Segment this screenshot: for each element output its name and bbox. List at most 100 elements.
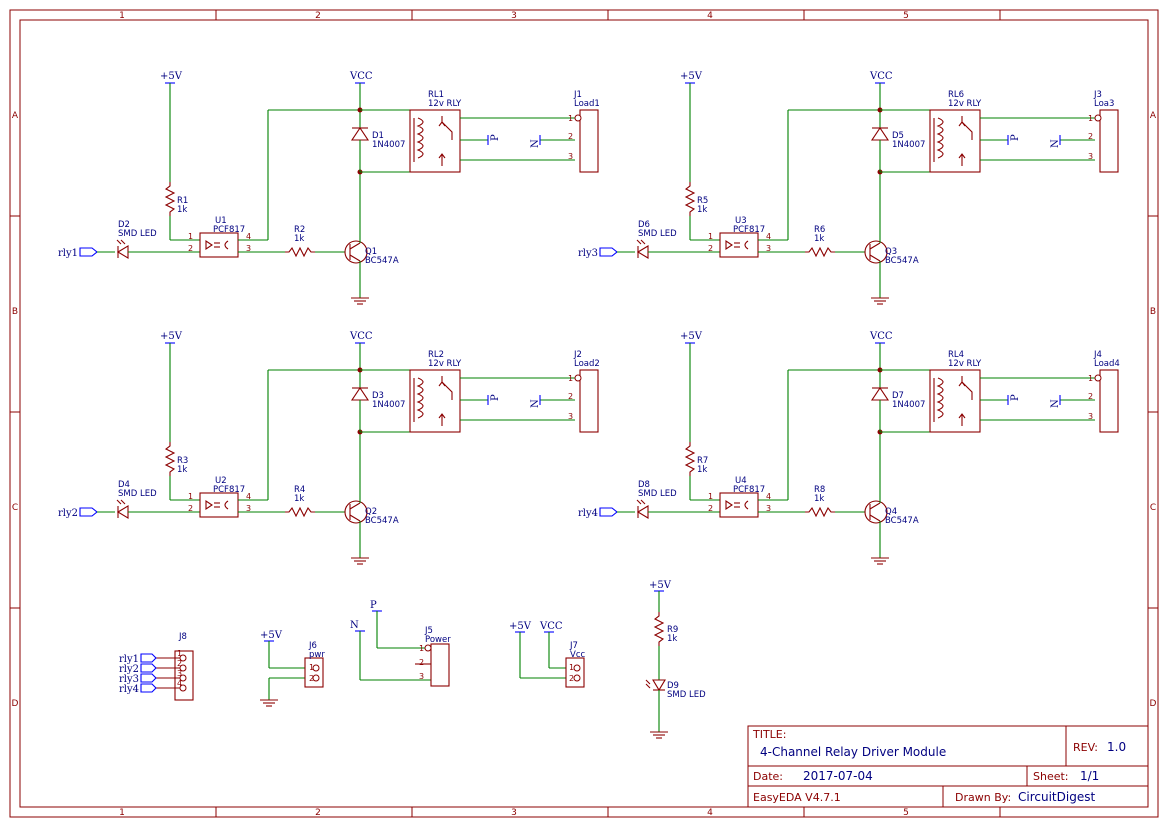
frame-col-label: 2 <box>315 808 321 818</box>
relay-arrow <box>438 121 446 127</box>
ref-label: R7 <box>697 456 708 466</box>
relay-switch <box>441 116 453 140</box>
pin-number: 2 <box>177 659 182 668</box>
pin-number: 1 <box>419 644 424 653</box>
value-label: SMD LED <box>638 229 677 239</box>
ref-label: J4 <box>1093 350 1102 360</box>
relay-body <box>929 109 981 173</box>
frame-col-label: 3 <box>511 808 517 818</box>
title-block: TITLE: 4-Channel Relay Driver Module REV… <box>747 725 1149 808</box>
pin-number: 1 <box>708 492 713 501</box>
relay-switch <box>961 116 973 140</box>
drawn-by-label: Drawn By: <box>955 791 1011 804</box>
power-label: VCC <box>869 71 893 82</box>
pin-number: 2 <box>188 244 193 253</box>
pin-number: 3 <box>419 672 424 681</box>
pin-number: 3 <box>246 504 251 513</box>
net-label: N <box>530 139 541 148</box>
value-label: Vcc <box>570 650 585 660</box>
pin-number: 1 <box>188 492 193 501</box>
pin-number: 3 <box>766 244 771 253</box>
ref-label: D8 <box>638 480 650 490</box>
transistor-emitter <box>349 254 361 262</box>
ref-label: J3 <box>1093 90 1102 100</box>
diode-symbol <box>870 127 890 141</box>
opto-transistor <box>744 240 749 250</box>
resistor-symbol <box>285 246 315 258</box>
transistor-collector <box>349 242 361 250</box>
value-label: 1k <box>667 634 677 644</box>
relay-coil <box>936 117 944 159</box>
value-label: PCF817 <box>733 225 765 235</box>
led-ray <box>636 499 642 505</box>
net-label: P <box>370 600 377 611</box>
ref-label: Q2 <box>365 507 377 517</box>
ref-label: RL1 <box>428 90 444 100</box>
power-label: VCC <box>349 71 373 82</box>
power-label: VCC <box>349 331 373 342</box>
led-symbol <box>116 505 129 519</box>
ref-label: D3 <box>372 391 384 401</box>
frame-col-label: 1 <box>119 11 125 21</box>
value-label: SMD LED <box>118 489 157 499</box>
resistor-symbol <box>684 182 696 216</box>
power-label: VCC <box>869 331 893 342</box>
resistor-symbol <box>164 182 176 216</box>
frame-col-label: 5 <box>903 11 909 21</box>
frame-row-label: A <box>12 111 19 121</box>
pin-number: 2 <box>309 674 314 683</box>
ref-label: Q3 <box>885 247 897 257</box>
value-label: 1k <box>294 494 304 504</box>
relay-arrow <box>958 121 966 127</box>
opto-transistor <box>744 500 749 510</box>
ref-label: D7 <box>892 391 904 401</box>
diode-symbol <box>350 127 370 141</box>
pin-number: 3 <box>766 504 771 513</box>
ref-label: J7 <box>569 641 578 651</box>
pin-number: 1 <box>708 232 713 241</box>
net-label: P <box>1010 394 1021 401</box>
transistor-collector <box>869 502 881 510</box>
value-label: BC547A <box>365 256 399 266</box>
frame-col-label: 1 <box>119 808 125 818</box>
value-label: Load4 <box>1094 359 1120 369</box>
ref-label: R3 <box>177 456 188 466</box>
frame-row-label: A <box>1150 111 1157 121</box>
value-label: PCF817 <box>213 225 245 235</box>
opto-led <box>205 499 213 511</box>
frame-col-label: 4 <box>707 808 713 818</box>
net-label: rly2 <box>119 664 139 675</box>
pin-number: 2 <box>1088 392 1093 401</box>
power-label: +5V <box>160 331 183 342</box>
power-indicator-r9-d9: +5V R9 1k D9 SMD LED <box>645 580 706 739</box>
value-label: 1k <box>697 465 707 475</box>
connector-pin <box>1094 114 1102 122</box>
ref-label: D9 <box>667 681 679 691</box>
net-label: rly1 <box>58 248 78 259</box>
led-symbol <box>636 505 649 519</box>
value-label: Load1 <box>574 99 600 109</box>
power-label: +5V <box>680 71 703 82</box>
diode-symbol <box>870 387 890 401</box>
tool-label: EasyEDA V4.7.1 <box>753 791 841 804</box>
frame-col-label: 3 <box>511 11 517 21</box>
transistor-body <box>864 500 888 524</box>
net-label: N <box>350 620 359 631</box>
pin-number: 1 <box>1088 114 1093 123</box>
resistor-symbol <box>684 442 696 476</box>
value-label: 1k <box>697 205 707 215</box>
transistor-collector <box>349 502 361 510</box>
value-label: 1N4007 <box>372 400 405 410</box>
net-label: rly4 <box>578 508 598 519</box>
relay-body <box>409 109 461 173</box>
value-label: 12v RLY <box>428 359 462 369</box>
ref-label: U1 <box>215 216 227 226</box>
ref-label: D6 <box>638 220 650 230</box>
ref-label: J5 <box>424 626 433 636</box>
pin-number: 1 <box>568 114 573 123</box>
led-ray <box>120 239 126 245</box>
value-label: 1k <box>814 234 824 244</box>
ref-label: R9 <box>667 625 678 635</box>
sheet-value: 1/1 <box>1080 769 1099 783</box>
